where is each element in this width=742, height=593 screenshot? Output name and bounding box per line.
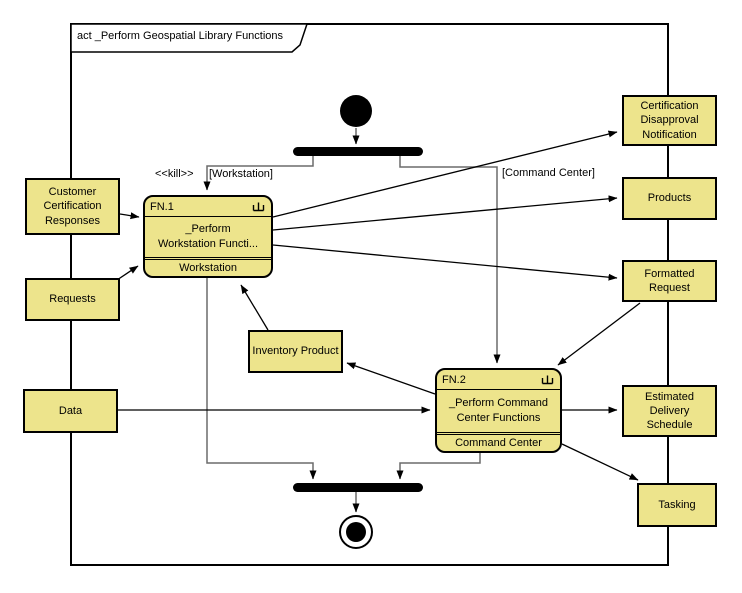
final-node[interactable] bbox=[339, 515, 373, 549]
action-fn1-header: FN.1 bbox=[145, 197, 271, 217]
join-bar[interactable] bbox=[293, 483, 423, 492]
kill-stereotype-label[interactable]: <<kill>> bbox=[155, 168, 194, 180]
object-label: Tasking bbox=[658, 498, 696, 511]
object-label: Customer Certification Responses bbox=[43, 186, 102, 227]
edge-fork-to-fn1[interactable] bbox=[203, 156, 314, 191]
action-node-fn1[interactable]: FN.1 _Perform Workstation Functi... Work… bbox=[143, 195, 273, 278]
object-node-products[interactable]: Products bbox=[622, 177, 717, 220]
object-label: Products bbox=[647, 192, 692, 205]
edge-inventory-product-to-fn1[interactable] bbox=[240, 284, 269, 331]
edge-fn2-to-tasking[interactable] bbox=[561, 443, 639, 481]
object-label: Estimated Delivery Schedule bbox=[645, 390, 694, 432]
workstation-guard-label[interactable]: [Workstation] bbox=[209, 168, 273, 180]
action-fn1-allocation: Workstation bbox=[145, 257, 271, 276]
object-node-data[interactable]: Data bbox=[23, 389, 118, 433]
action-fn1-name: _Perform Workstation Functi... bbox=[157, 223, 259, 250]
object-label: Inventory Product bbox=[252, 345, 339, 358]
edge-fn1-to-products[interactable] bbox=[272, 195, 618, 231]
object-node-inventory-product[interactable]: Inventory Product bbox=[248, 330, 343, 373]
action-fn1-id: FN.1 bbox=[150, 200, 174, 213]
action-fn2-name: _Perform Command Center Functions bbox=[448, 397, 549, 424]
edge-fork-to-fn2[interactable] bbox=[399, 156, 501, 364]
edge-formatted-request-to-fn2[interactable] bbox=[557, 302, 641, 366]
object-label: Requests bbox=[49, 293, 96, 306]
object-node-estimated-delivery-schedule[interactable]: Estimated Delivery Schedule bbox=[622, 385, 717, 437]
rake-icon bbox=[541, 375, 554, 385]
object-label: Formatted Request bbox=[644, 267, 695, 294]
diagram-title: act _Perform Geospatial Library Function… bbox=[77, 30, 284, 42]
edge-fn1-to-certification-disapproval[interactable] bbox=[272, 130, 618, 218]
initial-node[interactable] bbox=[340, 95, 372, 127]
command-center-guard-label[interactable]: [Command Center] bbox=[502, 167, 595, 179]
edge-fn1-to-formatted-request[interactable] bbox=[272, 244, 618, 281]
edge-fn2-to-join[interactable] bbox=[396, 453, 481, 480]
rake-icon bbox=[252, 202, 265, 212]
edge-customer-responses-to-fn1[interactable] bbox=[119, 212, 140, 220]
object-label: Data bbox=[58, 404, 83, 417]
edge-fn2-to-inventory-product[interactable] bbox=[346, 362, 436, 395]
action-fn2-id: FN.2 bbox=[442, 373, 466, 386]
action-node-fn2[interactable]: FN.2 _Perform Command Center Functions C… bbox=[435, 368, 562, 453]
action-fn2-header: FN.2 bbox=[437, 370, 560, 390]
fork-bar[interactable] bbox=[293, 147, 423, 156]
action-fn2-allocation: Command Center bbox=[437, 432, 560, 451]
object-node-certification-disapproval-notification[interactable]: Certification Disapproval Notification bbox=[622, 95, 717, 146]
object-node-customer-certification-responses[interactable]: Customer Certification Responses bbox=[25, 178, 120, 235]
frame-title-tab bbox=[70, 23, 309, 53]
object-node-formatted-request[interactable]: Formatted Request bbox=[622, 260, 717, 302]
edge-requests-to-fn1[interactable] bbox=[116, 265, 139, 281]
edge-fn1-to-join[interactable] bbox=[206, 278, 317, 480]
object-node-tasking[interactable]: Tasking bbox=[637, 483, 717, 527]
object-label: Certification Disapproval Notification bbox=[640, 100, 699, 141]
object-node-requests[interactable]: Requests bbox=[25, 278, 120, 321]
